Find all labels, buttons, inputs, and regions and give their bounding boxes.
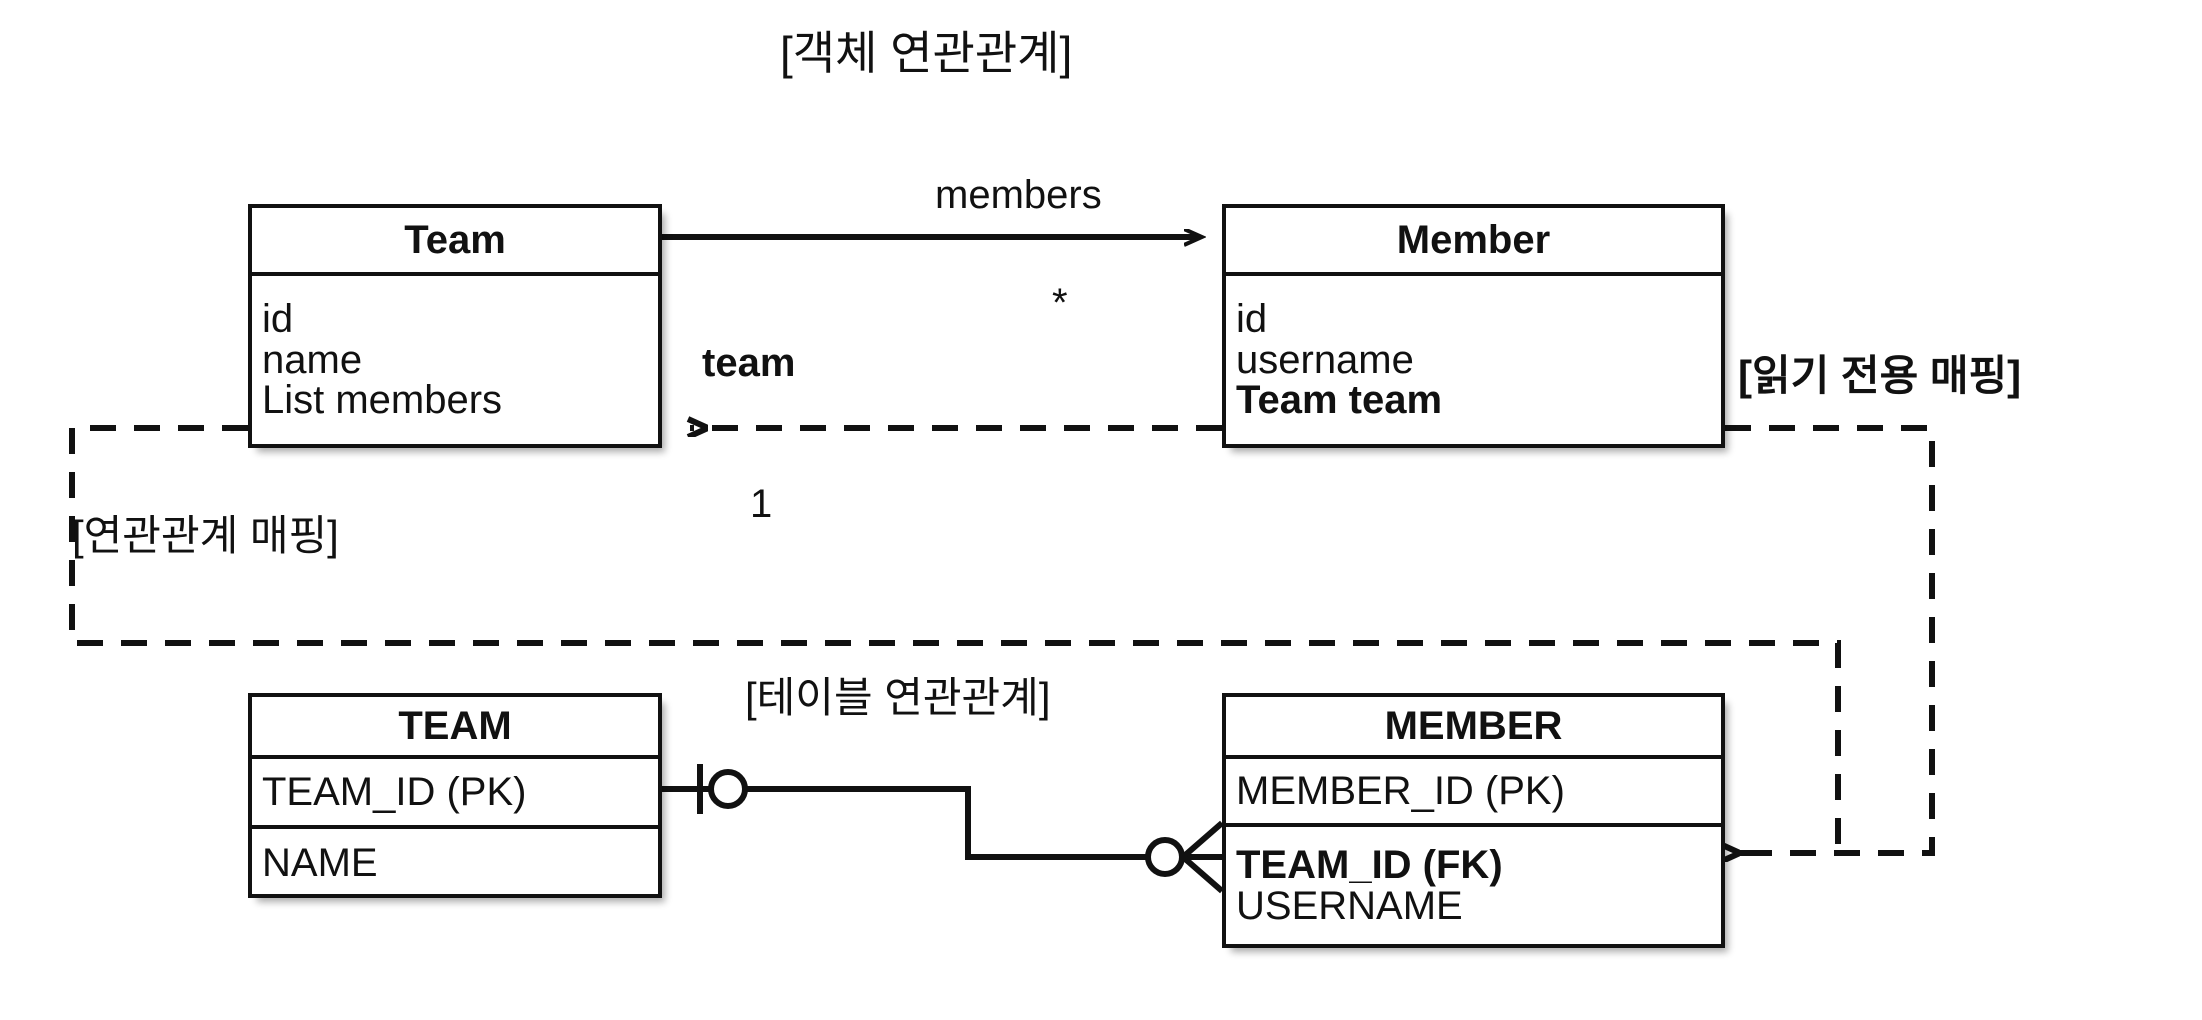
- table-name-team: TEAM: [252, 697, 658, 759]
- class-name-member: Member: [1226, 208, 1721, 276]
- table-row-team-id: TEAM_ID (PK): [252, 759, 658, 829]
- table-section-title: [테이블 연관관계]: [745, 674, 1051, 721]
- field-member-username: username: [1236, 337, 1414, 382]
- crows-foot-relationship: [662, 764, 1224, 894]
- assoc-label-members: members: [935, 173, 1102, 217]
- column-member-id: MEMBER_ID (PK): [1236, 768, 1565, 813]
- table-box-team[interactable]: TEAM TEAM_ID (PK) NAME: [248, 693, 662, 898]
- field-team-members: List members: [262, 378, 503, 423]
- field-member-id: id: [1236, 296, 1268, 341]
- table-row-member-id: MEMBER_ID (PK): [1226, 759, 1721, 827]
- table-row-member-fk: TEAM_ID (FK) USERNAME: [1226, 827, 1721, 944]
- column-team-name: NAME: [262, 841, 378, 886]
- class-box-team[interactable]: Team id name List members: [248, 204, 662, 448]
- field-team-id: id: [262, 296, 294, 341]
- table-box-member[interactable]: MEMBER MEMBER_ID (PK) TEAM_ID (FK) USERN…: [1222, 693, 1725, 948]
- field-team-name: name: [262, 337, 363, 382]
- assoc-label-team: team: [702, 341, 796, 385]
- assoc-multiplicity-one: 1: [750, 482, 773, 526]
- table-row-team-name: NAME: [252, 829, 658, 898]
- mapping-path-right: [1722, 425, 1935, 853]
- class-name-team: Team: [252, 208, 658, 276]
- class-box-member[interactable]: Member id username Team team: [1222, 204, 1725, 448]
- annotation-association-mapping: [연관관계 매핑]: [72, 512, 339, 559]
- column-team-id: TEAM_ID (PK): [262, 769, 527, 814]
- class-fields-team: id name List members: [252, 276, 658, 444]
- class-fields-member: id username Team team: [1226, 276, 1721, 444]
- annotation-readonly-mapping: [읽기 전용 매핑]: [1738, 352, 2022, 399]
- crows-foot-icon: [1181, 820, 1224, 894]
- column-member-username: USERNAME: [1236, 883, 1463, 928]
- column-member-team-id: TEAM_ID (FK): [1236, 842, 1503, 887]
- table-name-member: MEMBER: [1226, 697, 1721, 759]
- page-title: [객체 연관관계]: [780, 27, 1073, 79]
- zero-circle-icon-team: [708, 769, 748, 809]
- assoc-multiplicity-star: *: [1052, 281, 1068, 325]
- field-member-team: Team team: [1236, 378, 1443, 423]
- zero-circle-icon-member: [1145, 837, 1185, 877]
